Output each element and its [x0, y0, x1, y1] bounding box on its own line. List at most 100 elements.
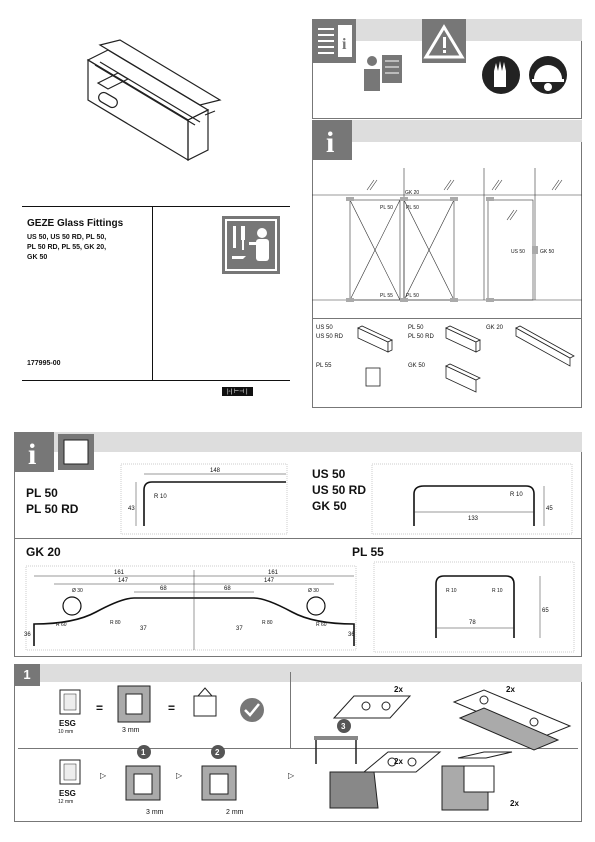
check-icon — [240, 698, 264, 722]
pl55-height: 65 — [542, 608, 549, 614]
pl50-height: 43 — [128, 506, 135, 512]
step-number: 1 — [14, 664, 40, 686]
us50-width: 133 — [468, 516, 479, 522]
pl55-width: 78 — [469, 620, 476, 626]
assembly-2x-left — [314, 695, 412, 764]
us50-radius: R 10 — [510, 492, 523, 498]
arrow-2: ▷ — [176, 771, 183, 780]
svg-text:3: 3 — [341, 722, 346, 731]
label-pl55-bl: PL 55 — [380, 293, 393, 299]
arrow-3: ▷ — [288, 771, 295, 780]
svg-text:2: 2 — [215, 748, 220, 757]
pl55-radius-right: R 10 — [492, 588, 503, 594]
pl55-radius-left: R 10 — [446, 588, 457, 594]
part-pl50-label: PL 50 — [408, 325, 424, 331]
equals-2: = — [168, 701, 175, 715]
overview-panel — [312, 120, 582, 408]
gk20-r60-left: R 60 — [56, 622, 67, 628]
esg12-mm: 12 mm — [58, 799, 73, 805]
pl55-title: PL 55 — [352, 545, 384, 559]
assembly-2x-lower-right — [441, 751, 513, 811]
step1-drawings: ESG 10 mm = 3 mm = 3 2x 2x ESG 12 mm ▷ 1… — [58, 685, 572, 816]
cover-divider — [152, 206, 153, 380]
part-gk20-label: GK 20 — [486, 325, 504, 331]
gap-3mm-b: 3 mm — [146, 809, 164, 816]
part-pl50rd-label: PL 50 RD — [408, 334, 434, 340]
gap-3mm: 3 mm — [122, 727, 140, 734]
label-pl50-tr: PL 50 — [406, 205, 419, 211]
gk20-dia-right: Ø 30 — [308, 588, 319, 594]
gk20-68-right: 68 — [224, 586, 231, 592]
assembly-2x-right — [452, 689, 572, 751]
gk20-r80-right: R 80 — [262, 620, 273, 626]
label-us50-door: US 50 — [511, 249, 525, 255]
equals-1: = — [96, 701, 103, 715]
pl50rd-title: PL 50 RD — [26, 502, 79, 516]
dimensions-header — [14, 432, 582, 452]
cover-top-rule — [22, 206, 290, 207]
info-glass-icons: i — [14, 432, 94, 472]
arrow-1: ▷ — [100, 771, 107, 780]
label-gk50-door: GK 50 — [540, 249, 554, 255]
svg-text:i: i — [342, 36, 347, 53]
pl50-width: 148 — [210, 468, 221, 474]
label-pl50-tl: PL 50 — [380, 205, 393, 211]
gk20-161-left: 161 — [114, 570, 125, 576]
overview-header — [312, 120, 582, 142]
qty-2x-b: 2x — [506, 685, 515, 694]
product-title: GEZE Glass Fittings — [27, 218, 124, 229]
circle-1 — [137, 745, 151, 759]
gk20-36-left: 36 — [24, 632, 31, 638]
gk20-r60-right: R 60 — [316, 622, 327, 628]
gk20-161-right: 161 — [268, 570, 279, 576]
circle-2 — [211, 745, 225, 759]
gk20-147-left: 147 — [118, 578, 129, 584]
part-us50-label: US 50 — [316, 325, 333, 331]
circle-3 — [337, 719, 351, 733]
info-icon: i — [312, 120, 352, 160]
part-gk50-label: GK 50 — [408, 363, 426, 369]
qty-2x-c: 2x — [394, 757, 403, 766]
dimensions-divider — [14, 538, 582, 539]
part-us50rd-label: US 50 RD — [316, 334, 344, 340]
gk20-37-right: 37 — [236, 626, 243, 632]
gk20-dia-left: Ø 30 — [72, 588, 83, 594]
pl50-radius: R 10 — [154, 494, 167, 500]
doc-number: 177995-00 — [27, 360, 61, 367]
svg-text:i: i — [28, 438, 36, 471]
door-diagram: GK 20 PL 50 PL 50 PL 55 PL 50 US 50 GK 5… — [312, 168, 582, 302]
gk20-36-right: 36 — [348, 632, 355, 638]
footer-mark: |◦| ⊢⊣ | — [222, 387, 253, 396]
qty-2x-a: 2x — [394, 685, 403, 694]
gk50-title: GK 50 — [312, 499, 347, 513]
gap-2mm: 2 mm — [226, 809, 244, 816]
assembly-2x-lower-left — [329, 751, 442, 809]
part-pl55-label: PL 55 — [316, 363, 332, 369]
label-pl50-br: PL 50 — [406, 293, 419, 299]
safety-icons: i — [312, 19, 567, 94]
step1-vdivider — [290, 672, 291, 748]
svg-text:i: i — [326, 126, 334, 159]
step1-divider — [18, 748, 578, 749]
box-icon — [193, 687, 217, 717]
gk20-147-right: 147 — [264, 578, 275, 584]
gk20-title: GK 20 — [26, 545, 61, 559]
step1-header — [14, 664, 582, 682]
dimension-drawings: PL 50 PL 50 RD 148 43 R 10 US 50 US 50 R… — [24, 463, 575, 653]
qty-2x-d: 2x — [510, 799, 519, 808]
us50rd-title: US 50 RD — [312, 483, 366, 497]
info-icon-2 — [14, 432, 54, 472]
label-gk20-door: GK 20 — [405, 190, 419, 196]
gk20-r80-left: R 80 — [110, 620, 121, 626]
gk20-68-left: 68 — [160, 586, 167, 592]
pl50-title: PL 50 — [26, 486, 58, 500]
us50-title: US 50 — [312, 467, 346, 481]
esg12-label: ESG — [59, 789, 76, 798]
reading-person-icon — [364, 55, 402, 91]
svg-text:1: 1 — [141, 748, 146, 757]
esg10-mm: 10 mm — [58, 729, 73, 735]
parts-catalog: US 50 US 50 RD PL 50 PL 50 RD GK 20 PL 5… — [316, 325, 575, 393]
esg10-label: ESG — [59, 719, 76, 728]
gk20-37-left: 37 — [140, 626, 147, 632]
dimensions-panel — [14, 432, 582, 657]
